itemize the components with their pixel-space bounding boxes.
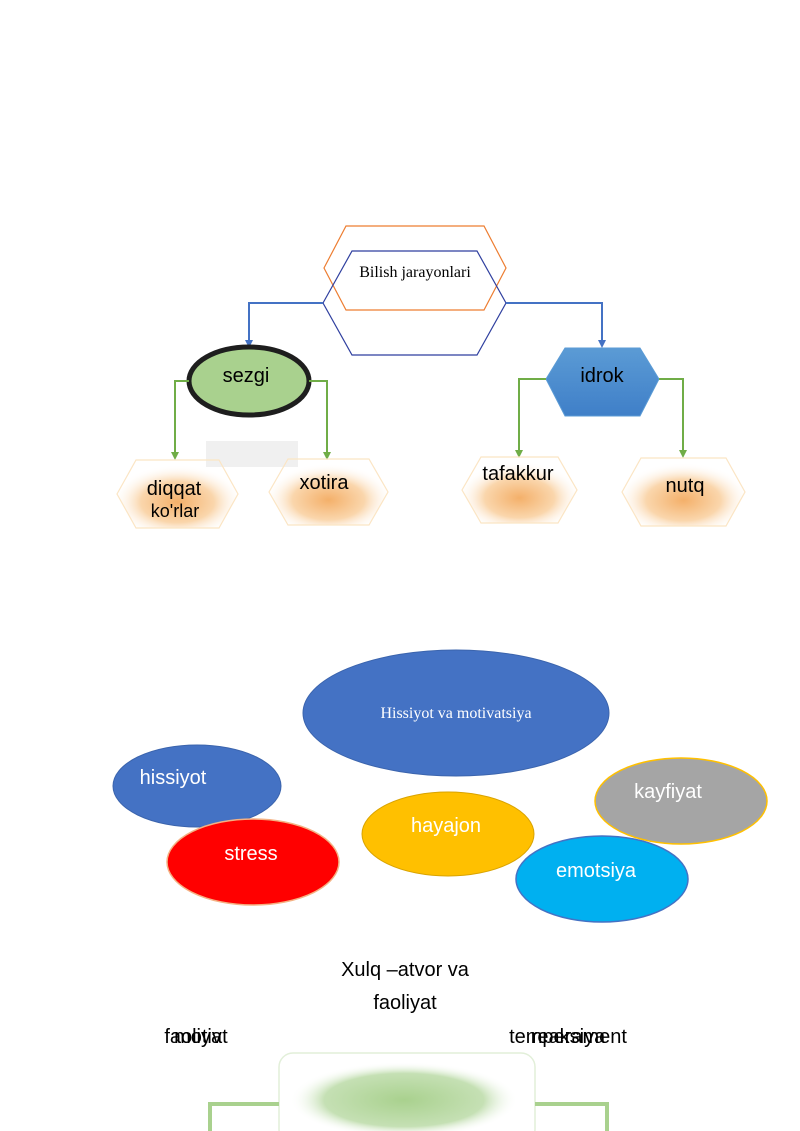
emotsiya-label: emotsiya [556, 860, 637, 882]
kayfiyat-label: kayfiyat [634, 781, 702, 803]
arrowhead [598, 340, 606, 348]
label-motiv: motiv [174, 1026, 222, 1048]
root-to-idrok-connector [506, 302, 603, 343]
label-faoliyat: faoliyat [164, 1026, 228, 1048]
arrowhead [323, 452, 331, 460]
leaf-diqqat-label: diqqat [147, 478, 202, 500]
idrok-label: idrok [580, 365, 624, 387]
leaf-xotira: xotira [268, 458, 389, 526]
kayfiyat-node [594, 757, 768, 845]
behavior-diagram: Xulq –atvor va faoliyat faoliyat motiv t… [164, 959, 627, 1131]
emotsiya-node [515, 835, 689, 923]
shadow-bar [206, 441, 298, 467]
emotions-diagram: Hissiyot va motivatsiya hissiyot stress … [112, 649, 768, 923]
hissiyot-node [112, 744, 282, 828]
leaf-tafakkur-label: tafakkur [482, 463, 553, 485]
idrok-to-tafakkur-connector [518, 378, 546, 453]
hissiyot-motivatsiya-node [302, 649, 610, 777]
arrowhead [515, 450, 523, 458]
label-temperament: temperament [509, 1026, 627, 1048]
root-to-sezgi-connector [248, 302, 323, 343]
hayajon-label: hayajon [411, 815, 481, 837]
stress-label: stress [224, 843, 277, 865]
leaf-xotira-label: xotira [300, 472, 350, 494]
behavior-title-line1: Xulq –atvor va [341, 959, 470, 981]
leaf-nutq-label: nutq [666, 475, 705, 497]
stress-node [166, 818, 340, 906]
leaf-tafakkur: tafakkur [461, 456, 578, 524]
leaf-nutq: nutq [621, 457, 746, 527]
center-glow [290, 1062, 518, 1131]
idrok-to-nutq-connector [659, 378, 684, 453]
root-label: Bilish jarayonlari [359, 264, 471, 281]
arrowhead [679, 450, 687, 458]
hayajon-node [361, 791, 535, 877]
sezgi-to-xotira-connector [309, 380, 328, 455]
right-connector [535, 1102, 609, 1131]
arrowhead [245, 340, 253, 348]
hissiyot-motivatsiya-label: Hissiyot va motivatsiya [380, 705, 531, 722]
cognitive-processes-diagram: Bilish jarayonlari sezgi idrok diqqat ko… [116, 225, 746, 529]
leaf-diqqat-sublabel: ko'rlar [151, 501, 199, 521]
sezgi-label: sezgi [223, 365, 270, 387]
left-connector [208, 1102, 279, 1131]
arrowhead [171, 452, 179, 460]
root-hexagon-orange [323, 225, 507, 311]
sezgi-to-diqqat-connector [174, 380, 189, 455]
leaf-diqqat: diqqat ko'rlar [116, 459, 239, 529]
label-reaksiya: reaksiya [531, 1026, 606, 1048]
behavior-title-line2: faoliyat [373, 992, 437, 1014]
hissiyot-label: hissiyot [140, 767, 207, 789]
